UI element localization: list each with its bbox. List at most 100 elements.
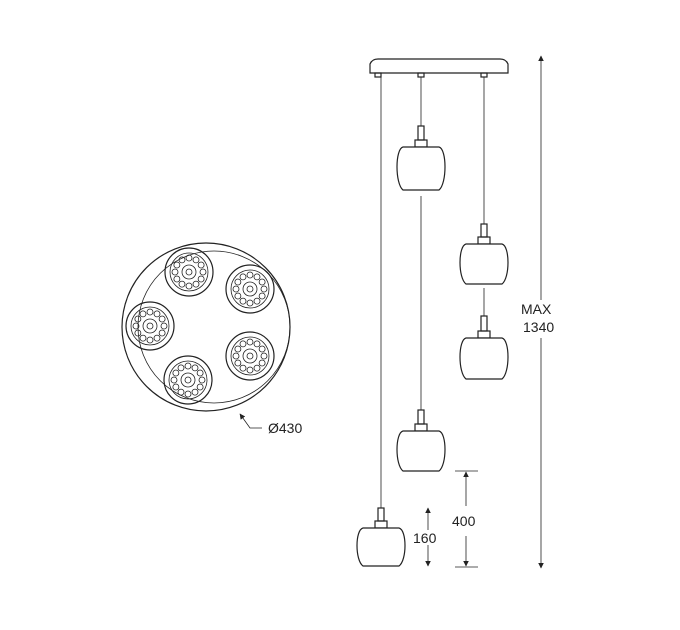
crystal-bead: [192, 280, 200, 288]
pendant-lamp: [356, 77, 406, 567]
socket-center: [246, 285, 254, 293]
crystal-bead: [171, 268, 179, 276]
crystal-bead: [177, 388, 185, 396]
crystal-bead: [258, 345, 266, 353]
lamp-holder-tube: [417, 125, 425, 141]
crystal-bead: [239, 340, 247, 348]
glass-shade: [459, 337, 509, 380]
crystal-bead: [178, 280, 186, 288]
crystal-bead: [158, 329, 166, 337]
crystal-bead: [185, 282, 193, 290]
socket-center-ring: [142, 318, 158, 334]
crystal-bead: [153, 334, 161, 342]
crystal-bead: [260, 285, 268, 293]
crystal-bead: [139, 310, 147, 318]
socket-center: [184, 376, 192, 384]
crystal-bead: [172, 383, 180, 391]
lamp-holder-collar: [374, 520, 388, 529]
pendant-lamp: [396, 196, 446, 472]
crystal-bead: [134, 315, 142, 323]
crystal-bead: [253, 297, 261, 305]
crystal-bead: [170, 376, 178, 384]
crystal-bead: [197, 261, 205, 269]
socket-ring: [230, 336, 270, 376]
bottom-offset-label: 400: [452, 513, 476, 529]
lamp-holder-collar: [414, 139, 428, 148]
socket-center-ring: [242, 348, 258, 364]
crystal-bead: [232, 285, 240, 293]
glass-shade: [459, 243, 509, 285]
crystal-bead: [134, 329, 142, 337]
canopy-cable-grip: [480, 72, 488, 78]
socket-rim: [225, 331, 275, 381]
canopy-side-view: [369, 58, 509, 78]
canopy-cable-grip: [417, 72, 425, 78]
socket: [225, 264, 275, 314]
lamp-holder-tube: [417, 409, 425, 425]
crystal-bead: [234, 278, 242, 286]
crystal-bead: [146, 308, 154, 316]
socket-ring: [169, 252, 209, 292]
crystal-bead: [246, 338, 254, 346]
crystal-bead: [172, 369, 180, 377]
socket-ring: [230, 269, 270, 309]
lamp-holder-tube: [480, 223, 488, 238]
max-label-line1: MAX: [521, 301, 552, 317]
canopy-cable-grip: [374, 72, 382, 78]
crystal-bead: [239, 297, 247, 305]
crystal-bead: [239, 273, 247, 281]
crystal-bead: [246, 366, 254, 374]
crystal-bead: [246, 271, 254, 279]
crystal-bead: [253, 273, 261, 281]
canopy-top-view: [121, 242, 291, 412]
canopy-plate: [369, 58, 509, 74]
crystal-bead: [153, 310, 161, 318]
crystal-bead: [177, 364, 185, 372]
crystal-bead: [258, 278, 266, 286]
crystal-bead: [191, 364, 199, 372]
socket-rim: [125, 301, 175, 351]
crystal-bead: [185, 254, 193, 262]
crystal-bead: [234, 359, 242, 367]
crystal-bead: [173, 275, 181, 283]
crystal-bead: [192, 256, 200, 264]
crystal-bead: [158, 315, 166, 323]
crystal-bead: [173, 261, 181, 269]
lamp-holder-collar: [477, 236, 491, 245]
crystal-bead: [196, 369, 204, 377]
socket-center: [185, 268, 193, 276]
shade-height-label: 160: [413, 530, 437, 546]
crystal-bead: [253, 364, 261, 372]
glass-shade: [396, 146, 446, 191]
socket-rim: [163, 355, 213, 405]
crystal-bead: [196, 383, 204, 391]
max-label-line2: 1340: [523, 319, 554, 335]
crystal-bead: [199, 268, 207, 276]
diameter-leader: [239, 413, 262, 429]
pendant-lamp: [459, 77, 509, 285]
crystal-bead: [246, 299, 254, 307]
crystal-bead: [178, 256, 186, 264]
crystal-bead: [146, 336, 154, 344]
glass-shade: [396, 430, 446, 472]
crystal-bead: [191, 388, 199, 396]
crystal-bead: [232, 352, 240, 360]
crystal-bead: [198, 376, 206, 384]
crystal-bead: [184, 390, 192, 398]
dimension-bottom-offset: [455, 470, 478, 568]
crystal-bead: [258, 359, 266, 367]
canopy-inner-circle: [137, 250, 291, 404]
crystal-bead: [197, 275, 205, 283]
socket: [125, 301, 175, 351]
socket-center-ring: [242, 281, 258, 297]
glass-shade: [356, 527, 406, 567]
socket-center: [246, 352, 254, 360]
crystal-bead: [184, 362, 192, 370]
lamp-holder-tube: [377, 507, 385, 522]
lamp-holder-tube: [480, 315, 488, 332]
socket: [164, 247, 214, 297]
socket-rim: [225, 264, 275, 314]
socket-center-ring: [180, 372, 196, 388]
crystal-bead: [258, 292, 266, 300]
